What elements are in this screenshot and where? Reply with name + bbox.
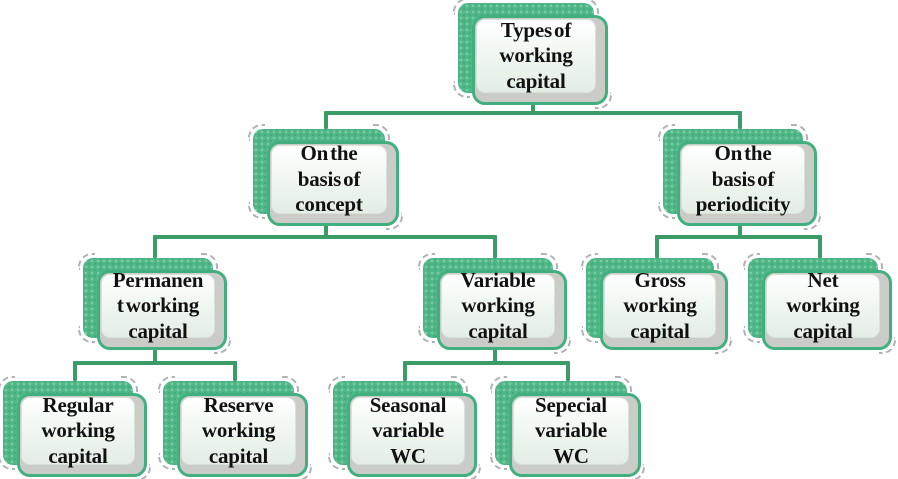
- node-label: Variable working capital: [460, 267, 536, 343]
- node-label: On the basis of periodicity: [695, 141, 791, 217]
- node-front-panel: Sepecial variable WC: [509, 393, 641, 477]
- connector-line: [324, 224, 328, 237]
- node-front-panel: Seasonal variable WC: [347, 393, 477, 477]
- node-front-panel: Permanen t working capital: [97, 268, 227, 350]
- node-variable-working-capital: Variable working capital: [418, 253, 571, 354]
- node-label: Seasonal variable WC: [369, 392, 447, 468]
- node-front-panel: Variable working capital: [437, 268, 567, 350]
- node-face: Gross working capital: [604, 268, 716, 343]
- node-label: Permanen t working capital: [112, 267, 204, 343]
- node-net-working-capital: Net working capital: [743, 253, 896, 354]
- node-basis-of-concept: On the basis of concept: [248, 124, 403, 230]
- connector-line: [738, 224, 742, 237]
- connector-line: [531, 103, 535, 113]
- node-face: Seasonal variable WC: [351, 393, 465, 468]
- node-face: Permanen t working capital: [101, 268, 215, 343]
- connector-line: [738, 113, 742, 129]
- connector-line: [655, 235, 822, 239]
- node-face: Reserve working capital: [181, 393, 296, 468]
- node-label: Sepecial variable WC: [535, 392, 607, 468]
- connector-line: [153, 348, 157, 363]
- node-types-of-working-capital: Types of working capital: [453, 0, 612, 109]
- node-seasonal-variable-wc: Seasonal variable WC: [328, 376, 481, 479]
- node-face: Regular working capital: [21, 393, 135, 468]
- node-sepecial-variable-wc: Sepecial variable WC: [490, 376, 645, 479]
- node-front-panel: Net working capital: [762, 268, 892, 350]
- node-front-panel: Gross working capital: [600, 268, 728, 350]
- node-label: Reserve working capital: [201, 392, 276, 468]
- node-face: On the basis of periodicity: [681, 141, 805, 216]
- node-permanent-working-capital: Permanen t working capital: [78, 253, 231, 354]
- node-front-panel: Reserve working capital: [177, 393, 308, 477]
- node-face: Net working capital: [766, 268, 880, 343]
- connector-line: [403, 361, 570, 365]
- node-front-panel: Regular working capital: [17, 393, 147, 477]
- connector-line: [153, 237, 157, 258]
- connector-line: [566, 363, 570, 381]
- node-label: Regular working capital: [41, 392, 115, 468]
- connector-line: [324, 113, 328, 129]
- node-label: Types of working capital: [499, 17, 573, 93]
- node-label: Gross working capital: [623, 267, 697, 343]
- connector-line: [153, 235, 497, 239]
- connector-line: [233, 363, 237, 381]
- node-basis-of-periodicity: On the basis of periodicity: [658, 124, 821, 230]
- node-front-panel: On the basis of concept: [267, 141, 399, 226]
- node-face: On the basis of concept: [271, 141, 387, 216]
- connector-line: [73, 361, 237, 365]
- node-gross-working-capital: Gross working capital: [581, 253, 732, 354]
- node-face: Variable working capital: [441, 268, 555, 343]
- node-front-panel: Types of working capital: [472, 15, 608, 105]
- node-label: On the basis of concept: [295, 141, 363, 217]
- connector-line: [493, 237, 497, 258]
- node-label: Net working capital: [786, 267, 860, 343]
- connector-line: [493, 348, 497, 363]
- connector-line: [403, 363, 407, 381]
- connector-line: [655, 237, 659, 258]
- connector-line: [73, 363, 77, 381]
- connector-line: [818, 237, 822, 258]
- node-face: Types of working capital: [476, 17, 596, 93]
- connector-line: [324, 111, 742, 115]
- node-regular-working-capital: Regular working capital: [0, 376, 151, 479]
- node-reserve-working-capital: Reserve working capital: [158, 376, 312, 479]
- node-front-panel: On the basis of periodicity: [677, 141, 817, 226]
- node-face: Sepecial variable WC: [513, 393, 629, 468]
